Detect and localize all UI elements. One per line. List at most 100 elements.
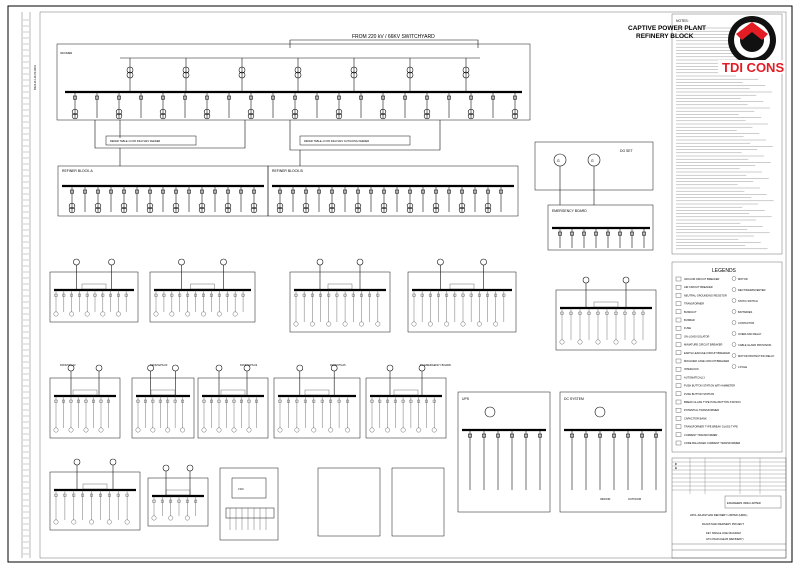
feeder-source-label: TO EMERGENCY BOARD bbox=[420, 363, 451, 367]
legend-item-label: BATTERIES bbox=[738, 310, 752, 314]
legend-item: VACUUM CIRCUIT BREAKER bbox=[675, 276, 719, 282]
legend-item-label: STATIC SWITCH bbox=[738, 299, 758, 303]
legend-item-label: PUSH BUTTON STATION bbox=[684, 392, 714, 396]
legend-item: PUSH BUTTON STATION bbox=[675, 391, 714, 396]
legend-item-right: CABLE GLAND PROVISION bbox=[731, 342, 771, 347]
legend-item: CORE BALANCED CURRENT TRANSFORMER bbox=[675, 440, 740, 446]
legend-item: TRANSFORMER TYPE BREAK GLASS TYPE bbox=[675, 424, 738, 429]
legend-item-label: AUTOMATICALLY bbox=[684, 375, 705, 379]
bottom-left-systems: 3 DC bbox=[219, 467, 445, 541]
legend-item-right: STATIC SWITCH bbox=[731, 298, 758, 303]
lv-panel bbox=[407, 258, 517, 333]
legend-item: PUSH BUTTON STATION WITH AMMETER bbox=[675, 383, 735, 388]
header-line-1: CAPTIVE POWER PLANT bbox=[628, 25, 706, 32]
lv-panel bbox=[49, 258, 139, 323]
lv-panel bbox=[149, 258, 256, 323]
feeder-source-label: FROM EPS-04 bbox=[240, 363, 258, 367]
legend-item-label: CURRENT TRANSFORMER bbox=[684, 433, 717, 437]
legend-item: BUSDUCT bbox=[675, 309, 697, 314]
legend-item-label: RECTIFIER/INVERTER bbox=[738, 288, 766, 292]
legend-item: ON-LOAD ISOLATOR bbox=[675, 334, 710, 339]
legend-item: AUTOMATICALLY bbox=[675, 375, 705, 380]
legend-item-label: INTERLOCK bbox=[684, 367, 699, 371]
feeder-source-label: FROM PS-02 bbox=[60, 363, 76, 367]
svg-text:REFER TABLE-1 FOR 33kV/11kV OU: REFER TABLE-1 FOR 33kV/11kV OUTGOING FEE… bbox=[304, 139, 369, 143]
lv-panels-row-2 bbox=[49, 364, 447, 439]
dg-set-label: DG SET bbox=[620, 149, 633, 153]
lv-panels-row-3 bbox=[49, 458, 209, 531]
legend-item-label: TRANSFORMER TYPE BREAK GLASS TYPE bbox=[684, 425, 738, 429]
legend-item: CURRENT TRANSFORMER bbox=[675, 432, 717, 437]
legend-item: MOULDED CASE CIRCUIT BREAKER bbox=[675, 358, 729, 364]
notes-heading: NOTES: bbox=[676, 19, 689, 23]
legend-item: POTENTIAL TRANSFORMER bbox=[675, 408, 719, 413]
legend-item-label: OVERLOAD RELAY bbox=[738, 332, 762, 336]
indoor-label: INDOOR bbox=[600, 497, 611, 501]
legend-item-label: CABLE GLAND PROVISION bbox=[738, 343, 771, 347]
title-block: 0A ENGINEERS INDIA LIMITED HPCL-RAJASTHA… bbox=[671, 457, 787, 559]
legend-item-label: VACUUM CIRCUIT BREAKER bbox=[684, 277, 719, 281]
legend-item-label: MINIATURE CIRCUIT BREAKER bbox=[684, 343, 723, 347]
legend-item-label: BREAK GLASS TYPE PUSH BUTTON STATION bbox=[684, 400, 741, 404]
svg-text:REFER TABLE-1 FOR 33kV/11kV FE: REFER TABLE-1 FOR 33kV/11kV FEEDER bbox=[110, 139, 160, 143]
legend-item-label: BUSBAR bbox=[684, 318, 695, 322]
legend-item: EARTH LEAKAGE CIRCUIT BREAKER bbox=[675, 350, 730, 355]
lv-panel bbox=[49, 458, 141, 531]
legend-item-right: BATTERIES bbox=[731, 309, 752, 314]
svg-text:G: G bbox=[557, 159, 560, 163]
legend-item-label: TRANSFORMER bbox=[684, 302, 704, 306]
legend-item-label: MOULDED CASE CIRCUIT BREAKER bbox=[684, 359, 729, 363]
board-label-refinery-b: REFINER BLOCK-B bbox=[272, 169, 303, 173]
outdoor-label: OUTDOOR bbox=[628, 497, 641, 501]
medium-voltage-boards: REFINER BLOCK-A REFINER BLOCK-B bbox=[57, 148, 519, 217]
legend-item-label: MOTOR PROTECTION RELAY bbox=[738, 354, 775, 358]
legend-item-label: EARTH LEAKAGE CIRCUIT BREAKER bbox=[684, 351, 730, 355]
legend-item: BREAK GLASS TYPE PUSH BUTTON STATION bbox=[675, 399, 741, 405]
legend-item-right: RECTIFIER/INVERTER bbox=[731, 287, 766, 292]
switchyard-section: FROM 220 kV / 66KV SWITCHYARD INCOMER bbox=[56, 34, 531, 121]
legend-item-label: CAPACITOR BANK bbox=[684, 416, 707, 420]
revision-row: 0 bbox=[675, 462, 677, 466]
revision-row: A bbox=[675, 466, 677, 470]
tie-label-boxes: REFER TABLE-1 FOR 33kV/11kV FEEDER REFER… bbox=[94, 120, 441, 151]
emergency-board-label: EMERGENCY BOARD bbox=[552, 209, 587, 213]
lv-panel bbox=[273, 364, 361, 439]
dc-system-label: DC SYSTEM bbox=[564, 397, 584, 401]
legend-item-label: AIR CIRCUIT BREAKER bbox=[684, 285, 713, 289]
legend-item: CAPACITOR BANK bbox=[675, 416, 707, 421]
legend-item: INTERLOCK bbox=[675, 367, 699, 372]
legend-title: LEGENDS bbox=[712, 268, 737, 274]
legend-item-right: OVERLOAD RELAY bbox=[731, 331, 762, 336]
company-logo: TDI CONS bbox=[718, 16, 784, 75]
header-line-2: REFINERY BLOCK bbox=[636, 33, 694, 40]
legend-item: BUSBAR bbox=[675, 317, 695, 323]
board-refinery-b bbox=[267, 165, 519, 217]
legend-item-label: 4 POLE bbox=[738, 365, 747, 369]
feeder-source-label: FROM EPS-03 bbox=[150, 363, 168, 367]
drawing-title: KEY SINGLE LINE DIAGRAM bbox=[706, 531, 741, 535]
legend-item-right: MOTOR bbox=[731, 276, 748, 281]
legend-item: FUSE bbox=[675, 326, 691, 331]
lv-panel bbox=[365, 364, 447, 439]
svg-text:3 DC: 3 DC bbox=[238, 487, 244, 491]
svg-text:G: G bbox=[591, 159, 594, 163]
legend-item-right: CONTACTOR bbox=[731, 320, 754, 325]
emergency-block: DG SET G G EMERGENCY BOARD bbox=[534, 141, 654, 251]
lv-panel bbox=[49, 364, 121, 439]
legend-item-label: CORE BALANCED CURRENT TRANSFORMER bbox=[684, 441, 740, 445]
lv-panel bbox=[289, 258, 391, 333]
drawing-subtitle: GTG PACKAGE-IB (REFINERY) bbox=[706, 537, 744, 541]
lv-panel bbox=[197, 364, 269, 439]
legend-item-label: FUSE bbox=[684, 326, 691, 330]
ups-label: UPS bbox=[462, 397, 470, 401]
legend-item: MINIATURE CIRCUIT BREAKER bbox=[675, 342, 723, 347]
legend-item-label: BUSDUCT bbox=[684, 310, 697, 314]
project-name: RAJASTHAN REFINERY PROJECT bbox=[702, 522, 744, 526]
consultant-name: ENGINEERS INDIA LIMITED bbox=[727, 501, 761, 505]
legend-item-right: 4 POLE bbox=[731, 364, 747, 369]
legend-item-label: POTENTIAL TRANSFORMER bbox=[684, 408, 719, 412]
legend-panel: LEGENDS VACUUM CIRCUIT BREAKER AIR CIRCUI… bbox=[671, 261, 783, 453]
incomer-label: INCOMER bbox=[60, 51, 72, 55]
feeder-source-label: FROM PS-05 bbox=[330, 363, 346, 367]
